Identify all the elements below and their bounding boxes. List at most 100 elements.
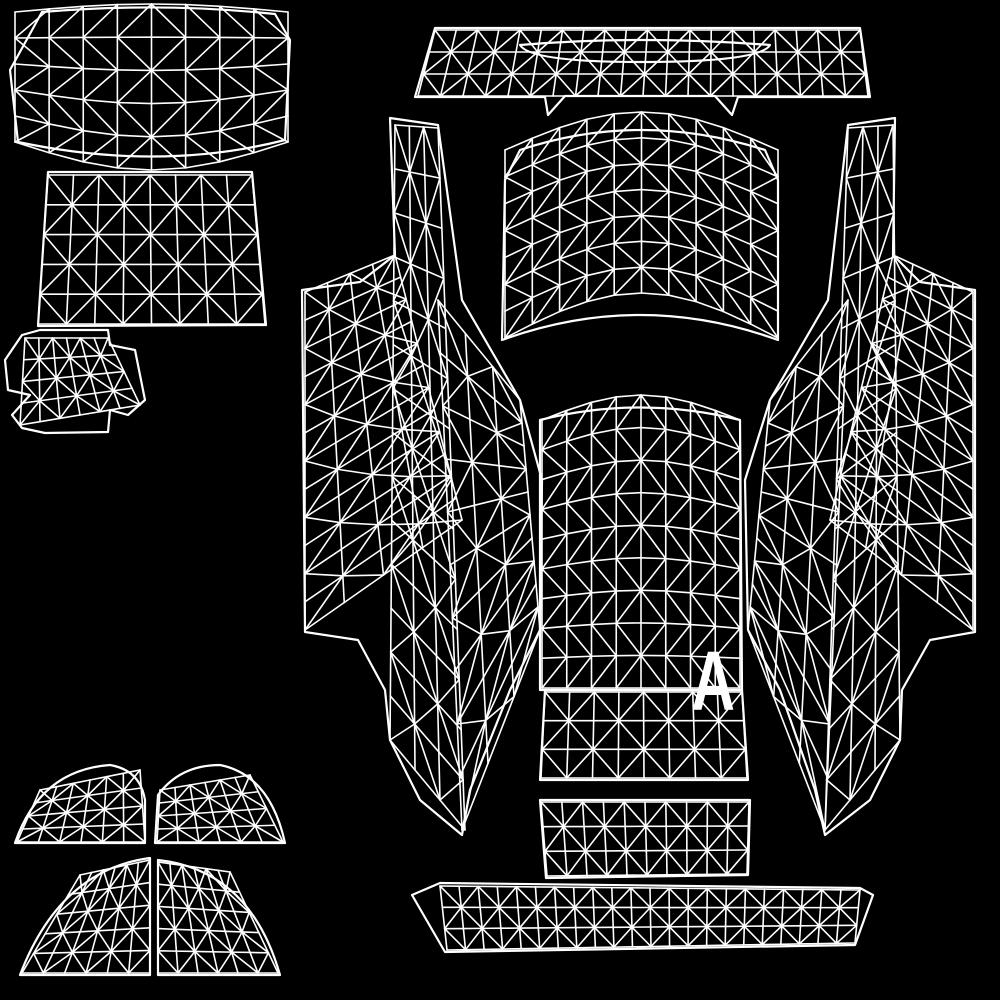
mesh-edge: [39, 293, 68, 325]
mesh-edge: [689, 563, 717, 594]
mesh-edge: [849, 769, 876, 801]
mesh-edge: [874, 723, 901, 741]
mesh-edge: [540, 801, 544, 828]
mesh-edge: [116, 3, 153, 39]
mesh-edge: [81, 891, 89, 913]
mesh-edge: [122, 805, 144, 826]
mesh-edge: [664, 460, 692, 499]
mesh-edge: [425, 222, 428, 273]
mesh-edge: [574, 73, 602, 97]
mesh-edge: [304, 281, 329, 293]
mesh-edge: [466, 375, 471, 421]
mesh-edge: [689, 528, 717, 535]
mesh-edge: [157, 949, 179, 974]
mesh-edge: [625, 849, 648, 876]
mesh-edge: [135, 859, 151, 886]
mesh-edge: [586, 268, 616, 303]
mesh-edge: [39, 417, 61, 423]
mesh-edge: [851, 631, 877, 705]
mesh-edge: [99, 337, 109, 357]
mesh-edge: [531, 126, 561, 140]
mesh-edge: [241, 931, 251, 954]
mesh-edge: [441, 375, 469, 407]
mesh-edge: [458, 885, 463, 909]
mesh-edge: [556, 906, 576, 929]
mesh-edge: [177, 263, 208, 296]
mesh-edge: [944, 415, 948, 444]
mesh-edge: [566, 719, 570, 751]
mesh-edge: [439, 799, 466, 831]
mesh-edge: [480, 563, 507, 636]
mesh-edge: [840, 405, 845, 460]
mesh-edge: [541, 656, 568, 660]
mesh-edge: [217, 869, 227, 892]
mesh-edge: [538, 926, 558, 950]
mesh-edge: [726, 825, 749, 851]
mesh-edge: [558, 248, 588, 260]
mesh-edge: [118, 883, 138, 910]
mesh-edge: [668, 748, 696, 779]
mesh-edge: [613, 111, 643, 141]
mesh-edge: [394, 254, 402, 278]
mesh-edge: [717, 691, 743, 722]
mesh-edge: [800, 888, 804, 909]
mesh-edge: [916, 398, 921, 426]
mesh-edge: [590, 525, 618, 562]
mesh-edge: [753, 51, 778, 75]
mesh-edge: [565, 502, 593, 531]
mesh-edge: [33, 789, 41, 804]
mesh-edge: [508, 606, 539, 632]
rear-window-wireframe: [36, 170, 268, 328]
mesh-edge: [360, 334, 386, 375]
mesh-edge: [537, 927, 541, 950]
mesh-edge: [409, 217, 427, 224]
mesh-edge: [105, 775, 125, 792]
mesh-edge: [207, 909, 220, 932]
mesh-edge: [940, 495, 944, 524]
mesh-edge: [389, 723, 416, 741]
mesh-edge: [776, 73, 779, 97]
mesh-edge: [116, 101, 153, 138]
mesh-edge: [541, 627, 568, 658]
mesh-edge: [417, 73, 425, 97]
mesh-edge: [590, 493, 618, 499]
mesh-edge: [304, 572, 344, 577]
mesh-edge: [613, 111, 643, 115]
mesh-edge: [451, 617, 456, 672]
mesh-edge: [42, 952, 54, 974]
mesh-edge: [478, 563, 507, 593]
mesh-edge: [157, 815, 179, 830]
mesh-edge: [48, 36, 85, 70]
mesh-edge: [565, 748, 594, 779]
mesh-edge: [122, 769, 141, 792]
mesh-edge: [590, 654, 618, 658]
mesh-edge: [68, 233, 99, 266]
mesh-edge: [517, 906, 521, 929]
mesh-edge: [69, 355, 87, 359]
mesh-edge: [689, 401, 717, 443]
mesh-edge: [829, 628, 833, 681]
mesh-edge: [422, 126, 439, 129]
mesh-edge: [558, 196, 588, 208]
mesh-edge: [91, 929, 99, 953]
mesh-edge: [623, 29, 649, 53]
mesh-edge: [892, 254, 910, 289]
mesh-edge: [847, 126, 864, 129]
mesh-edge: [950, 308, 974, 350]
mesh-edge: [788, 461, 817, 467]
mesh-edge: [174, 174, 178, 206]
mesh-edge: [205, 867, 214, 891]
mesh-edge: [689, 502, 717, 531]
mesh-edge: [333, 415, 368, 426]
mesh-edge: [193, 866, 200, 890]
mesh-edge: [523, 445, 527, 470]
mesh-edge: [253, 141, 289, 154]
mesh-edge: [467, 51, 496, 75]
roof-wireframe: [538, 394, 744, 692]
mesh-edge: [87, 887, 110, 913]
mesh-edge: [267, 951, 279, 974]
mesh-edge: [58, 826, 64, 843]
mesh-edge: [94, 392, 101, 413]
mesh-edge: [504, 514, 531, 566]
mesh-edge: [65, 811, 85, 828]
